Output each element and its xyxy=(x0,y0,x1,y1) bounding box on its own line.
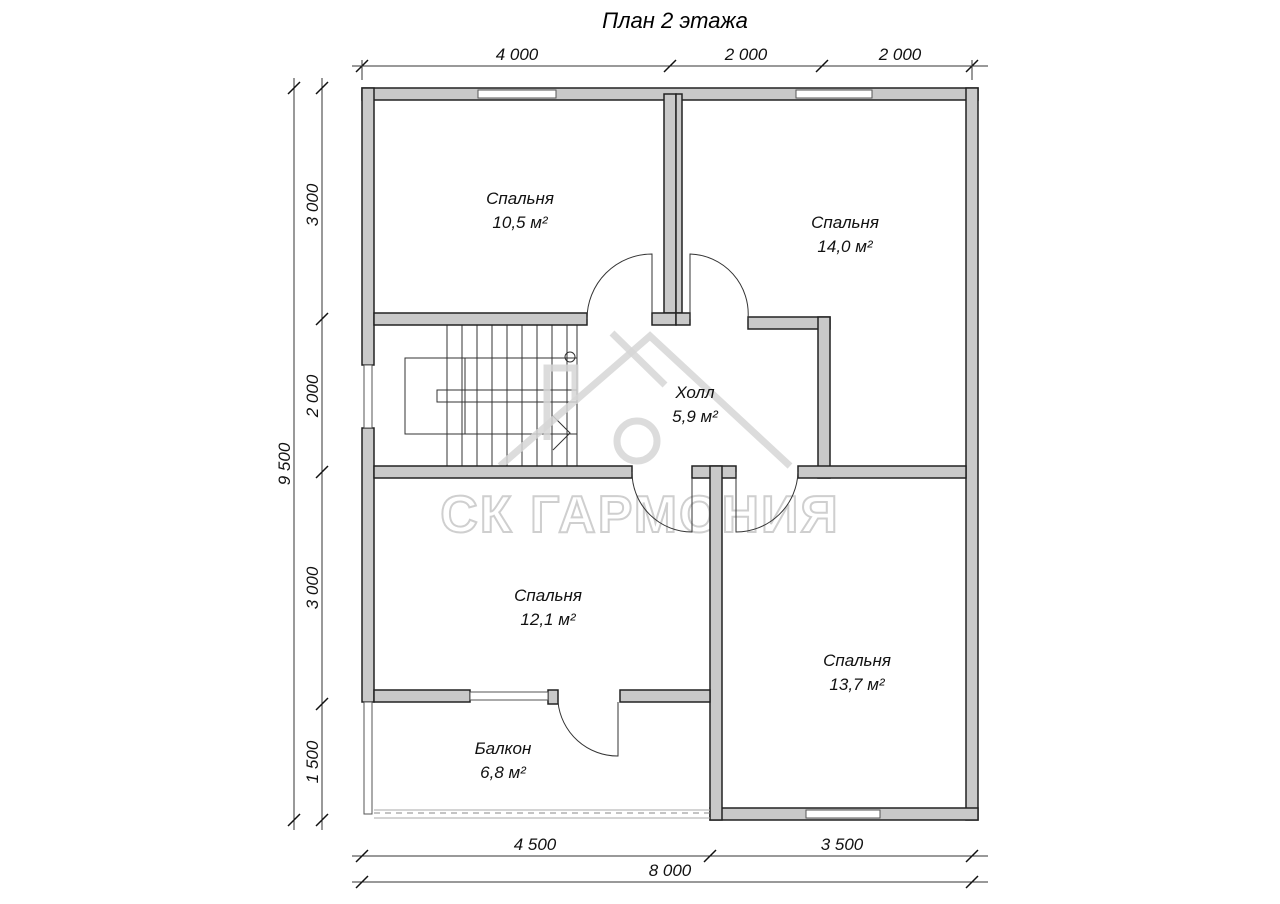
svg-text:10,5 м²: 10,5 м² xyxy=(492,213,548,232)
doors xyxy=(557,253,799,757)
svg-text:13,7 м²: 13,7 м² xyxy=(829,675,885,694)
svg-text:4 500: 4 500 xyxy=(514,835,557,854)
svg-text:3 500: 3 500 xyxy=(821,835,864,854)
room-balcony: Балкон 6,8 м² xyxy=(475,739,532,782)
svg-text:6,8 м²: 6,8 м² xyxy=(480,763,527,782)
svg-text:14,0 м²: 14,0 м² xyxy=(817,237,873,256)
watermark-text: СК ГАРМОНИЯ xyxy=(440,486,840,544)
walls xyxy=(361,87,979,821)
dimension-left: 3 000 2 000 3 000 1 500 9 500 xyxy=(275,78,329,830)
svg-text:2 000: 2 000 xyxy=(303,374,322,418)
dimension-bottom: 4 500 3 500 8 000 xyxy=(352,835,988,889)
svg-text:4 000: 4 000 xyxy=(496,45,539,64)
svg-text:5,9 м²: 5,9 м² xyxy=(672,407,719,426)
svg-text:9 500: 9 500 xyxy=(275,442,294,485)
room-bedroom-3: Спальня 12,1 м² xyxy=(514,586,582,629)
room-hall: Холл 5,9 м² xyxy=(672,383,719,426)
windows xyxy=(363,89,881,819)
staircase xyxy=(404,325,578,466)
svg-text:Спальня: Спальня xyxy=(811,213,879,232)
svg-text:Спальня: Спальня xyxy=(823,651,891,670)
svg-text:3 000: 3 000 xyxy=(303,566,322,609)
svg-text:Холл: Холл xyxy=(674,383,715,402)
room-bedroom-4: Спальня 13,7 м² xyxy=(823,651,891,694)
svg-text:Спальня: Спальня xyxy=(514,586,582,605)
svg-text:3 000: 3 000 xyxy=(303,183,322,226)
dimension-top: 4 000 2 000 2 000 xyxy=(352,45,988,80)
svg-text:8 000: 8 000 xyxy=(649,861,692,880)
svg-text:2 000: 2 000 xyxy=(724,45,768,64)
svg-text:Спальня: Спальня xyxy=(486,189,554,208)
svg-text:1 500: 1 500 xyxy=(303,740,322,783)
room-bedroom-1: Спальня 10,5 м² xyxy=(486,189,554,232)
svg-text:2 000: 2 000 xyxy=(878,45,922,64)
svg-text:12,1 м²: 12,1 м² xyxy=(520,610,576,629)
watermark-logo: СК ГАРМОНИЯ xyxy=(439,330,840,545)
svg-text:Балкон: Балкон xyxy=(475,739,532,758)
room-bedroom-2: Спальня 14,0 м² xyxy=(811,213,879,256)
plan-title: План 2 этажа xyxy=(602,8,748,33)
